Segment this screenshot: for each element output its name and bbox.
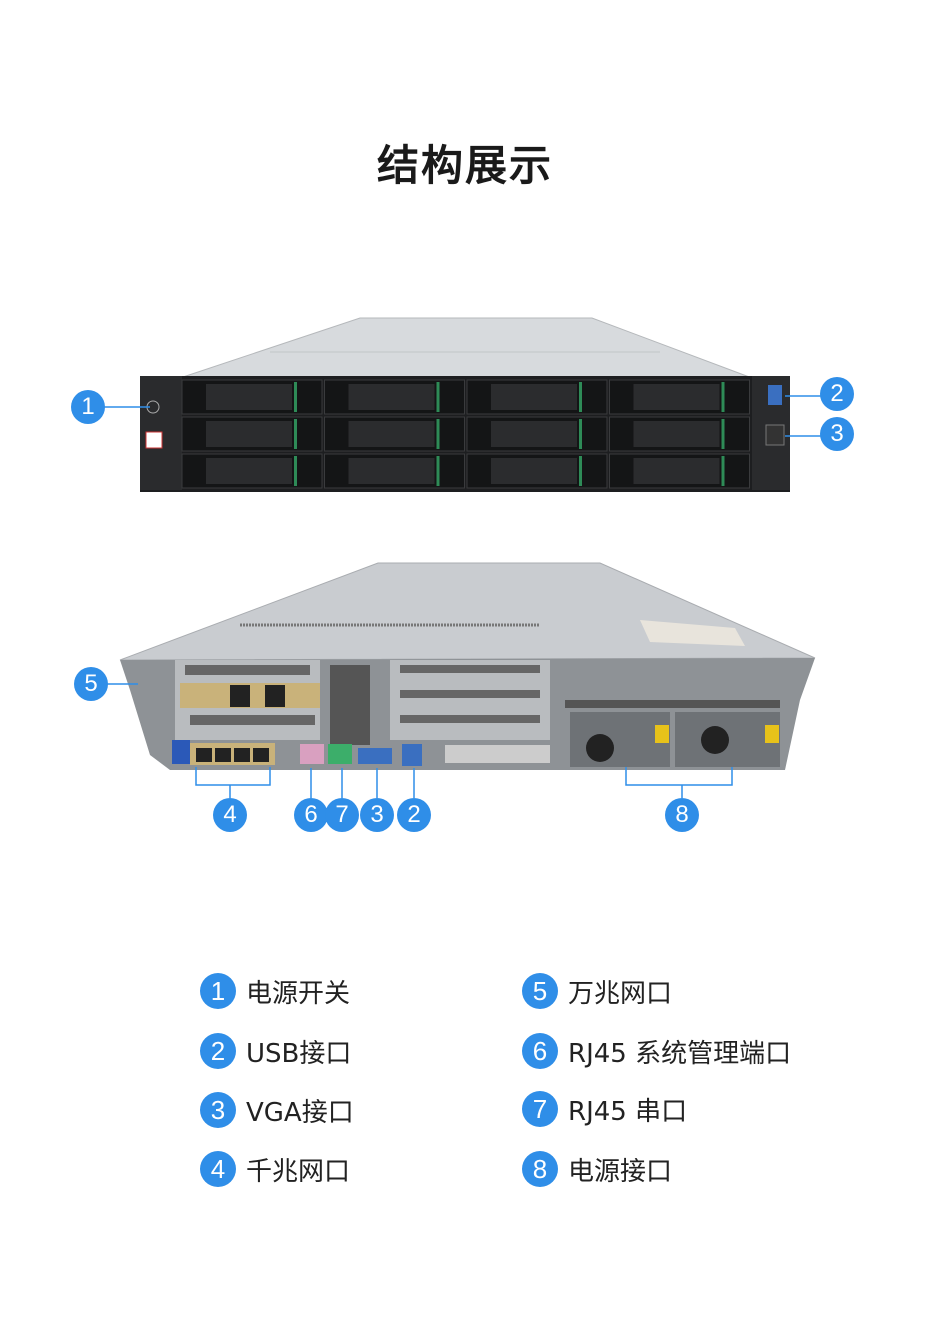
usb-port-rear	[402, 744, 422, 766]
drive-bay-mesh	[633, 421, 720, 447]
drive-bay-led	[294, 382, 297, 412]
callout-7: 7	[325, 798, 359, 832]
legend-number: 4	[200, 1151, 236, 1187]
server-front-view	[140, 317, 790, 492]
drive-bay-mesh	[491, 458, 577, 484]
legend-label: USB接口	[246, 1038, 352, 1069]
legend-item: 5 万兆网口	[522, 971, 672, 1011]
legend-item: 3 VGA接口	[200, 1090, 354, 1130]
legend-label: VGA接口	[246, 1097, 354, 1128]
drive-bay-led	[579, 419, 582, 449]
legend-item: 8 电源接口	[522, 1149, 672, 1189]
callout-lines	[100, 395, 825, 798]
legend-label: 电源开关	[246, 978, 351, 1009]
drive-bay-mesh	[206, 421, 292, 447]
drive-bay-led	[721, 382, 725, 412]
callout-3-rear: 3	[360, 798, 394, 832]
legend-number: 1	[200, 973, 236, 1009]
legend-label: 万兆网口	[568, 978, 673, 1009]
drive-bay-mesh	[348, 384, 435, 410]
legend-number: 7	[522, 1091, 558, 1127]
legend-label: 电源接口	[568, 1156, 673, 1187]
callout-5: 5	[74, 667, 108, 701]
legend-label: RJ45 串口	[568, 1096, 688, 1127]
drive-bay-mesh	[206, 458, 292, 484]
rj45-management-port	[300, 744, 324, 764]
callout-3-front: 3	[820, 417, 854, 451]
drive-bay-led	[721, 419, 725, 449]
legend-item: 6 RJ45 系统管理端口	[522, 1031, 791, 1071]
callout-8: 8	[665, 798, 699, 832]
drive-bay-mesh	[348, 458, 435, 484]
callout-6: 6	[294, 798, 328, 832]
callout-1: 1	[71, 390, 105, 424]
drive-bay-led	[436, 419, 440, 449]
legend-number: 5	[522, 973, 558, 1009]
drive-bay-mesh	[633, 384, 720, 410]
drive-bay-mesh	[633, 458, 720, 484]
drive-bay-led	[294, 419, 297, 449]
legend-item: 2 USB接口	[200, 1031, 351, 1071]
drive-bay-mesh	[491, 384, 577, 410]
page-title: 结构展示	[376, 141, 553, 190]
callout-2-rear: 2	[397, 798, 431, 832]
vga-port-front	[765, 424, 785, 446]
rj45-serial-port	[328, 744, 352, 764]
legend-label: RJ45 系统管理端口	[568, 1038, 792, 1069]
legend-item: 4 千兆网口	[200, 1149, 350, 1189]
drive-bay-mesh	[348, 421, 435, 447]
legend-item: 1 电源开关	[200, 971, 350, 1011]
drive-bay-led	[436, 382, 440, 412]
legend-number: 8	[522, 1151, 558, 1187]
drive-bay-mesh	[206, 384, 292, 410]
legend-number: 2	[200, 1033, 236, 1069]
legend-number: 3	[200, 1092, 236, 1128]
legend-label: 千兆网口	[246, 1156, 351, 1187]
usb-port-front	[768, 385, 782, 405]
drive-bay-led	[579, 456, 582, 486]
drive-bay-led	[579, 382, 582, 412]
legend-number: 6	[522, 1033, 558, 1069]
legend-item: 7 RJ45 串口	[522, 1089, 687, 1129]
drive-bay-led	[721, 456, 725, 486]
vga-port-rear	[358, 748, 392, 764]
drive-bay-mesh	[491, 421, 577, 447]
drive-bay-led	[436, 456, 440, 486]
server-rear-view	[119, 562, 816, 770]
callout-4: 4	[213, 798, 247, 832]
callout-2-front: 2	[820, 377, 854, 411]
drive-bay-led	[294, 456, 297, 486]
